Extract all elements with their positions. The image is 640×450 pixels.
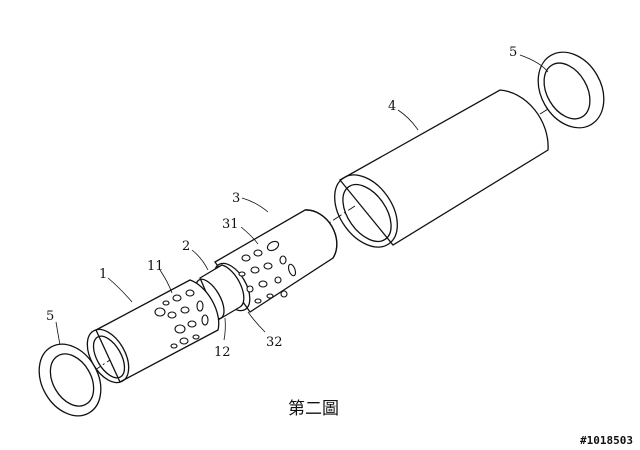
label-tube-two-end: 32 — [266, 335, 283, 350]
figure-caption: 第二圖 — [288, 399, 339, 419]
tube-two-holes — [238, 240, 297, 304]
document-stamp: #1018503 — [580, 434, 633, 447]
label-washer-left: 5 — [46, 309, 54, 324]
leader-lines — [55, 54, 549, 346]
label-neck: 12 — [214, 345, 231, 360]
washer-right — [537, 51, 605, 129]
outer-sleeve — [334, 89, 549, 248]
label-tube-two-holes: 31 — [222, 217, 239, 232]
joint-ring — [195, 264, 245, 321]
washer-left — [38, 343, 102, 417]
label-joint-ring: 2 — [182, 239, 190, 254]
label-tube-one: 1 — [99, 267, 107, 282]
tube-one — [86, 279, 220, 384]
label-outer-sleeve: 4 — [388, 99, 396, 114]
label-tube-two: 3 — [232, 191, 240, 206]
tube-one-holes — [154, 289, 209, 349]
label-washer-right: 5 — [509, 45, 517, 60]
tube-two — [213, 209, 338, 313]
label-tube-one-holes: 11 — [147, 259, 164, 274]
